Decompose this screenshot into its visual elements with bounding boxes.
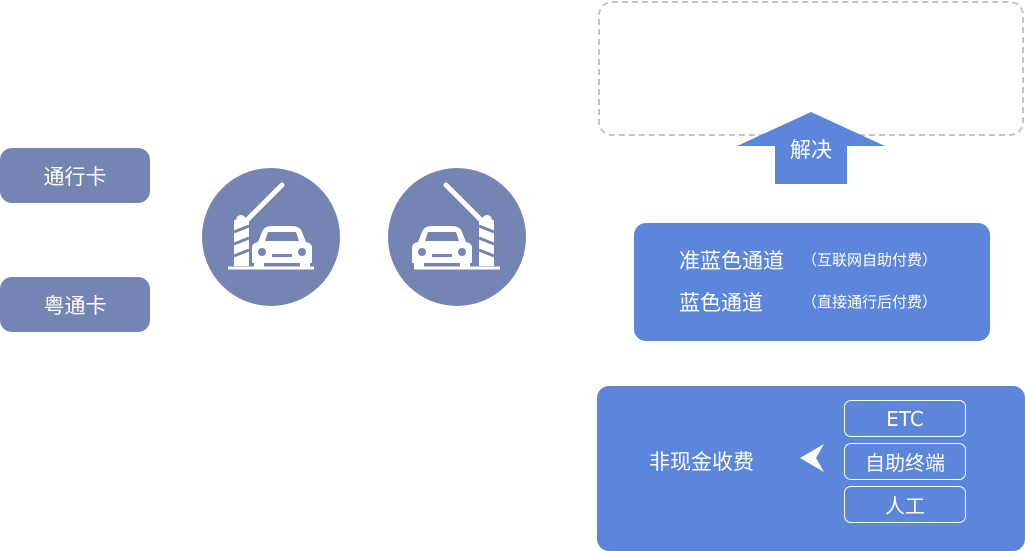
resolve-label: 解决 <box>790 138 832 162</box>
option-manual-label: 人工 <box>885 494 925 518</box>
pointer-left-icon <box>800 444 824 472</box>
option-manual: 人工 <box>844 486 966 523</box>
cashless-panel: 非现金收费 ETC 自助终端 人工 <box>597 386 1025 551</box>
channel-line-2: 蓝色通道 <box>679 287 763 317</box>
channel-2-name: 蓝色通道 <box>679 291 763 315</box>
card-pass-ticket: 通行卡 <box>0 148 150 203</box>
option-etc: ETC <box>844 400 966 437</box>
toll-gate-entry-icon <box>202 168 340 306</box>
card-yuetong: 粤通卡 <box>0 277 150 332</box>
channel-2-note: （直接通行后付费） <box>802 293 938 311</box>
channel-1-note: （互联网自助付费） <box>802 251 938 269</box>
option-etc-label: ETC <box>886 406 924 431</box>
up-arrow-icon <box>737 112 885 184</box>
toll-gate-exit-icon <box>388 168 526 306</box>
channel-line-1: 准蓝色通道 <box>679 245 784 275</box>
option-self-service-label: 自助终端 <box>865 451 945 475</box>
channel-box: 准蓝色通道 （互联网自助付费） 蓝色通道 （直接通行后付费） <box>634 223 990 341</box>
card-yuetong-label: 粤通卡 <box>43 293 107 318</box>
card-pass-ticket-label: 通行卡 <box>43 164 107 189</box>
resolve-arrow: 解决 <box>736 110 886 186</box>
cashless-label: 非现金收费 <box>649 450 754 474</box>
channel-1-name: 准蓝色通道 <box>679 249 784 273</box>
option-self-service-terminal: 自助终端 <box>844 443 966 480</box>
